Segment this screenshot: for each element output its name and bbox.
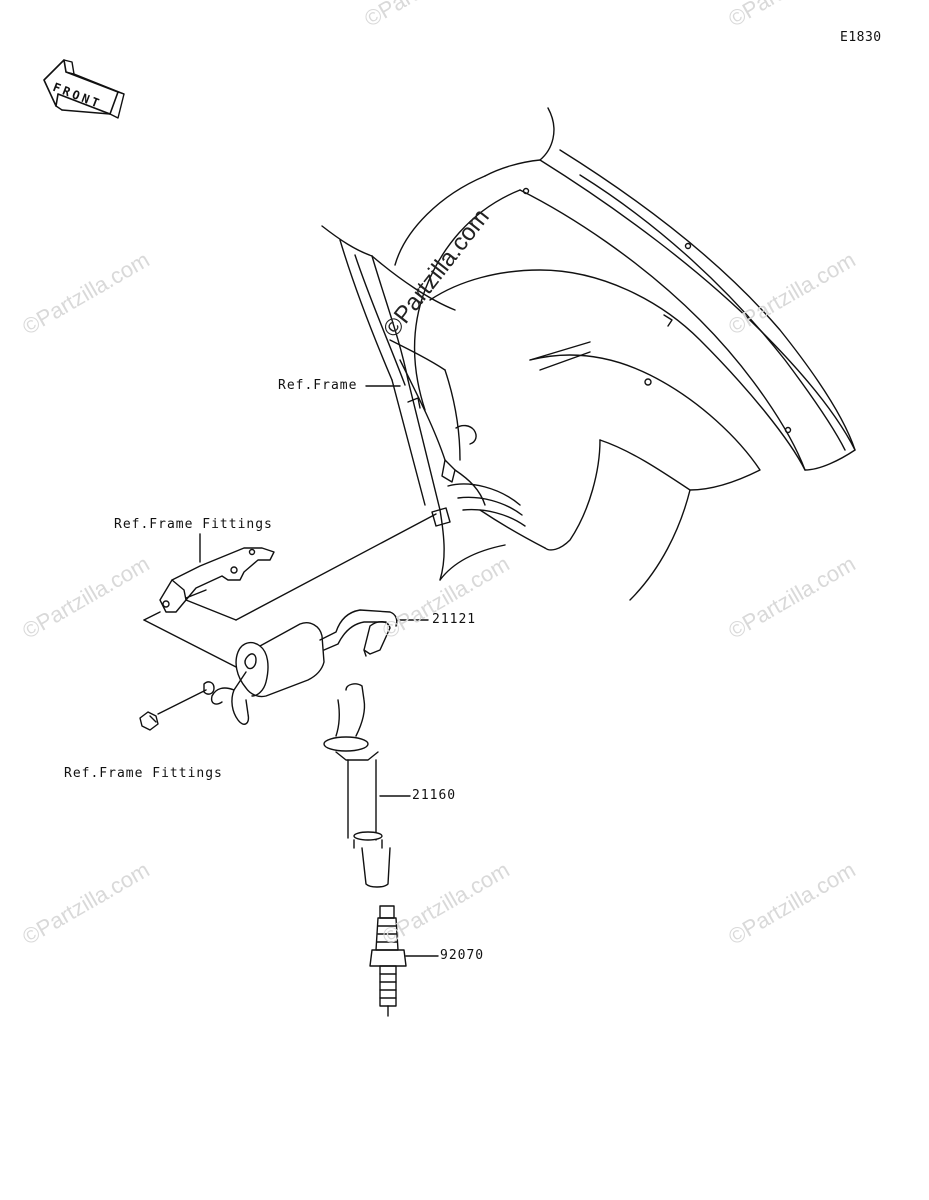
leader-assembly-lines [143, 513, 437, 669]
diagram-code: E1830 [840, 30, 882, 45]
label-part-21121: 21121 [432, 612, 477, 627]
label-part-92070: 92070 [440, 948, 485, 963]
bracket-ref-frame-fittings [159, 533, 275, 613]
label-ref-frame-fittings-top: Ref.Frame Fittings [114, 517, 273, 532]
spark-plug-92070 [369, 905, 439, 1017]
label-part-21160: 21160 [412, 788, 457, 803]
spark-plug-cap-21160 [323, 683, 411, 888]
ignition-coil-21121 [157, 609, 429, 725]
bolt [139, 711, 159, 731]
label-ref-frame: Ref.Frame [278, 378, 358, 393]
frame-outline [321, 107, 856, 601]
front-arrow-icon [43, 59, 125, 119]
label-ref-frame-fittings-bottom: Ref.Frame Fittings [64, 766, 223, 781]
